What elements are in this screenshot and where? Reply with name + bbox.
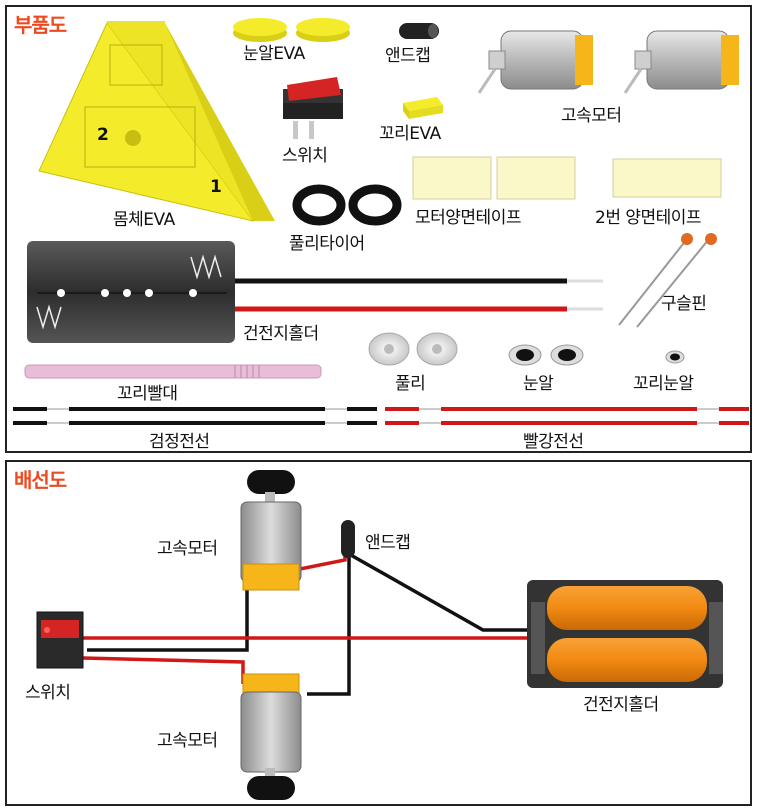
black-wires bbox=[13, 405, 377, 427]
label-pulley-tire: 풀리타이어 bbox=[289, 234, 365, 254]
tail-eye bbox=[665, 350, 685, 364]
parts-panel: 부품도 bbox=[5, 5, 752, 453]
wiring-wires bbox=[82, 526, 529, 696]
wiring-label-battery-holder: 건전지홀더 bbox=[583, 695, 659, 715]
wiring-illustration bbox=[36, 470, 723, 800]
pulleys bbox=[368, 332, 458, 366]
label-switch: 스위치 bbox=[282, 146, 328, 166]
body-eva bbox=[38, 21, 275, 222]
motor-double-tape bbox=[412, 156, 576, 200]
parts-illustration bbox=[13, 18, 749, 427]
wiring-battery-holder bbox=[527, 580, 723, 688]
wiring-panel: 배선도 bbox=[5, 460, 752, 806]
body-mark-1: 1 bbox=[210, 177, 222, 197]
motor-part-2 bbox=[623, 30, 739, 94]
end-cap bbox=[399, 23, 439, 39]
label-red-wire: 빨강전선 bbox=[523, 432, 584, 452]
wiring-panel-title: 배선도 bbox=[14, 468, 67, 492]
label-body-eva: 몸체EVA bbox=[113, 210, 175, 230]
label-tail-eva: 꼬리EVA bbox=[379, 124, 441, 144]
switch-part bbox=[283, 77, 343, 139]
label-tail-straw: 꼬리빨대 bbox=[117, 384, 178, 404]
wiring-label-end-cap: 앤드캡 bbox=[365, 533, 411, 553]
bead-pins bbox=[618, 233, 717, 328]
motor-part-1 bbox=[477, 30, 593, 94]
label-motor: 고속모터 bbox=[561, 106, 622, 126]
label-pulley: 풀리 bbox=[395, 374, 426, 394]
parts-panel-title: 부품도 bbox=[14, 13, 67, 37]
wiring-label-motor-bottom: 고속모터 bbox=[157, 731, 218, 751]
wiring-label-switch: 스위치 bbox=[25, 683, 71, 703]
wiring-end-cap bbox=[341, 520, 355, 558]
label-eye: 눈알 bbox=[523, 374, 554, 394]
tail-straw bbox=[24, 364, 322, 379]
label-eye-eva: 눈알EVA bbox=[243, 44, 305, 64]
tape-2 bbox=[612, 158, 722, 198]
eye-eva-discs bbox=[233, 18, 350, 42]
label-battery-holder: 건전지홀더 bbox=[243, 324, 319, 344]
pulley-tires bbox=[292, 184, 402, 226]
label-pin: 구슬핀 bbox=[661, 294, 707, 314]
label-black-wire: 검정전선 bbox=[149, 432, 210, 452]
wiring-motor-top bbox=[240, 470, 302, 591]
wiring-label-motor-top: 고속모터 bbox=[157, 539, 218, 559]
body-mark-2: 2 bbox=[97, 125, 109, 145]
label-motor-tape: 모터양면테이프 bbox=[415, 208, 521, 228]
label-tail-eye: 꼬리눈알 bbox=[633, 374, 694, 394]
label-end-cap: 앤드캡 bbox=[385, 46, 431, 66]
label-tape-2: 2번 양면테이프 bbox=[595, 208, 702, 228]
red-wires bbox=[385, 405, 749, 427]
tail-eva bbox=[403, 97, 443, 119]
holder-wires bbox=[235, 278, 603, 312]
wiring-motor-bottom bbox=[240, 673, 302, 800]
wiring-switch bbox=[36, 611, 84, 669]
battery-holder-part bbox=[27, 241, 235, 343]
eyes bbox=[508, 344, 584, 366]
